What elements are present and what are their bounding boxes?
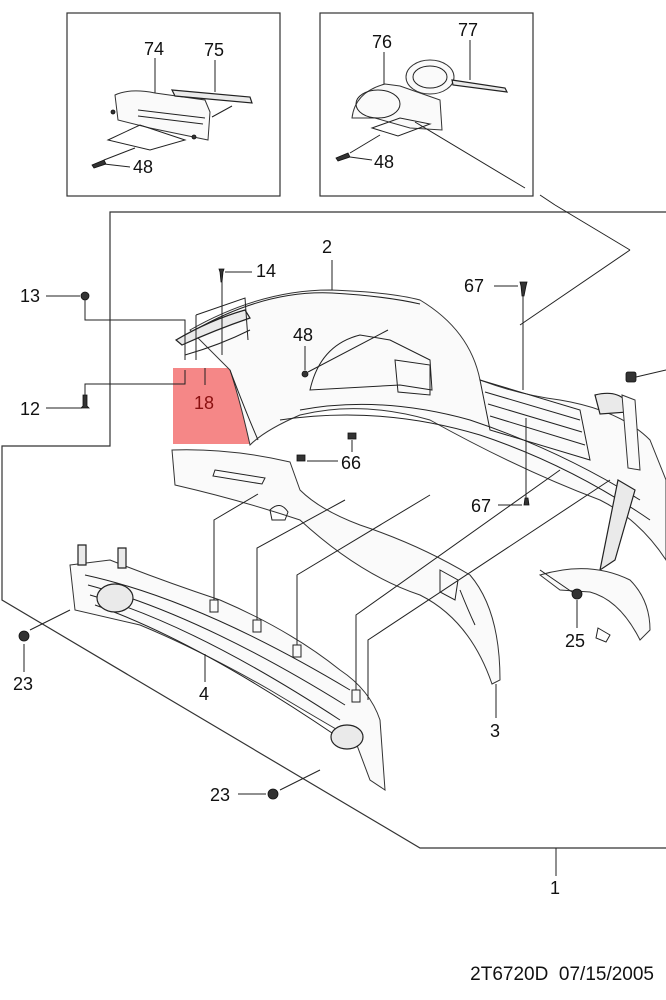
callout-48-right-inset: 48	[374, 152, 394, 172]
callout-76: 76	[372, 32, 392, 52]
callout-75: 75	[204, 40, 224, 60]
callout-67-bottom: 67	[471, 496, 491, 516]
screw-48-icon	[335, 152, 351, 162]
inset-left-panel: 74 75 48	[66, 12, 281, 197]
clip-25-icon	[571, 588, 583, 600]
push-pin-icon	[625, 371, 637, 383]
callout-2: 2	[322, 237, 332, 257]
callout-1: 1	[550, 878, 560, 898]
part-3-absorber[interactable]	[171, 449, 501, 685]
callout-23-left: 23	[13, 674, 33, 694]
screw-48-main-icon	[301, 370, 309, 378]
drawing-date: 07/15/2005	[558, 964, 654, 985]
callout-3: 3	[490, 721, 500, 741]
inset-right-panel: 76 77 48	[319, 12, 556, 206]
nut-23-left-icon	[18, 630, 30, 642]
nut-13-icon	[80, 291, 90, 301]
bolt-67-bottom-icon	[523, 497, 530, 506]
callout-77: 77	[458, 20, 478, 40]
main-frame	[1, 211, 666, 849]
part-77-shape	[405, 59, 455, 95]
callout-13: 13	[20, 286, 40, 306]
part-74-shape	[114, 90, 211, 141]
clip-66-icon	[296, 454, 306, 462]
nut-23-bottom-icon	[267, 788, 279, 800]
main-assembly: 13 12 14 2 48 67 18 66 67 25 23 4 3 23 1	[1, 204, 666, 898]
drawing-footer: 2T6720D 07/15/2005	[470, 964, 654, 986]
bolt-14-icon	[218, 268, 225, 283]
part-2-bumper-fascia[interactable]	[189, 289, 666, 561]
drawing-code: 2T6720D	[470, 964, 549, 985]
callout-48: 48	[293, 325, 313, 345]
callout-12: 12	[20, 399, 40, 419]
part-75-shape	[170, 89, 253, 104]
callout-23-bottom: 23	[210, 785, 230, 805]
part-4-grille[interactable]	[69, 559, 386, 791]
clip-66-icon	[347, 432, 357, 440]
bolt-67-top-icon	[519, 281, 528, 297]
inset-right-frame	[319, 12, 534, 197]
callout-67-top: 67	[464, 276, 484, 296]
callout-14: 14	[256, 261, 276, 281]
callout-48-left-inset: 48	[133, 157, 153, 177]
bolt-12-icon	[80, 394, 90, 409]
part-76-shape	[351, 83, 443, 131]
inset-left-frame	[66, 12, 281, 197]
callout-66: 66	[341, 453, 361, 473]
callout-4: 4	[199, 684, 209, 704]
callout-74: 74	[144, 39, 164, 59]
callout-18[interactable]: 18	[194, 393, 214, 413]
screw-48-icon	[91, 159, 107, 169]
callout-25: 25	[565, 631, 585, 651]
